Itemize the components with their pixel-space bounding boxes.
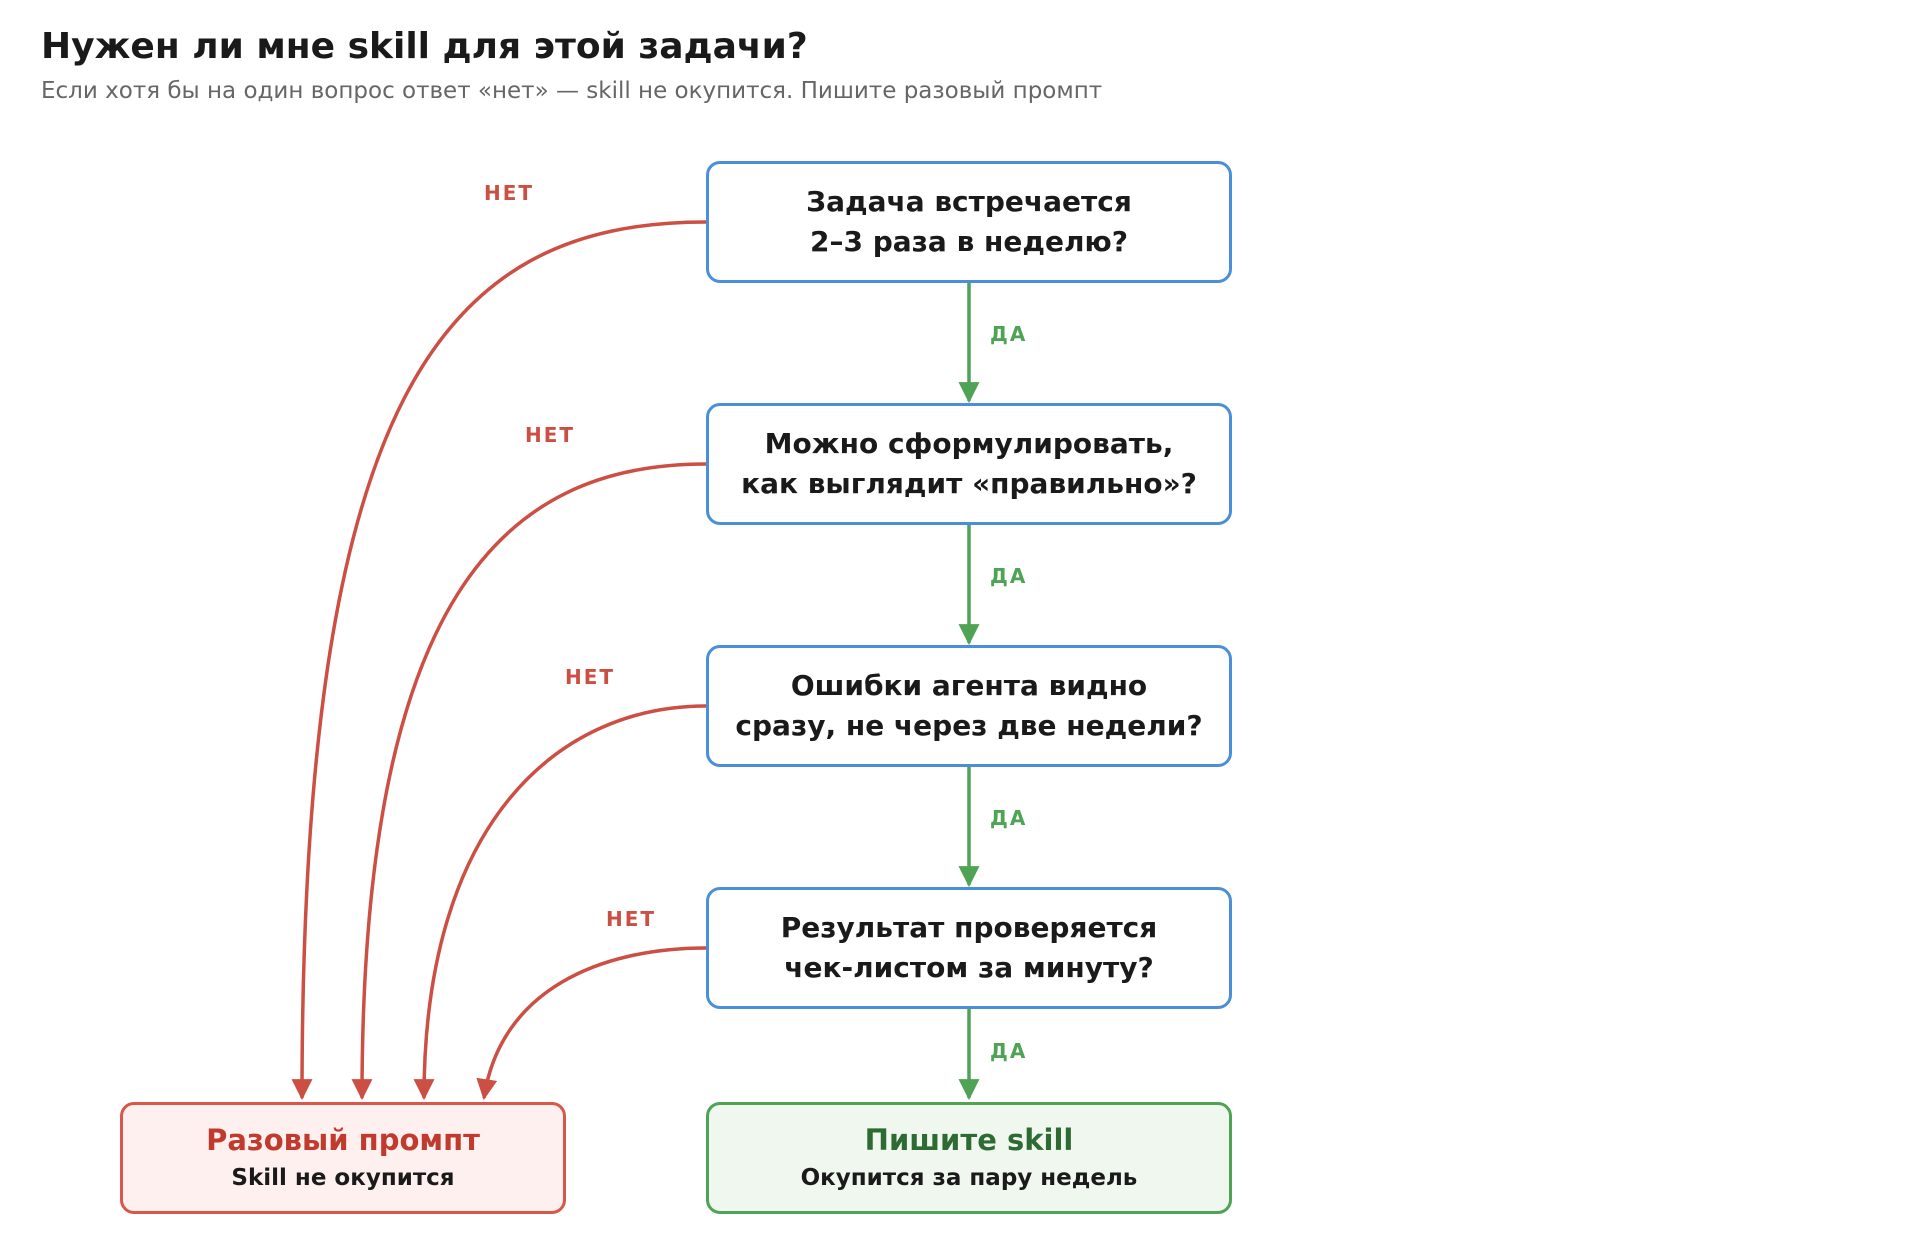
question-2-line-1: Можно сформулировать, [764, 427, 1174, 460]
no-label-2: НЕТ [525, 423, 576, 447]
no-arrows [291, 220, 707, 1101]
no-label-1: НЕТ [484, 181, 535, 205]
no-label-4: НЕТ [606, 907, 657, 931]
result-box-prompt: Разовый промпт Skill не окупится [120, 1102, 566, 1214]
no-arrow-1 [291, 220, 707, 1101]
result-prompt-subtitle: Skill не окупится [231, 1165, 455, 1191]
question-box-1: Задача встречается 2–3 раза в неделю? [706, 161, 1232, 283]
result-skill-subtitle: Окупится за пару недель [800, 1165, 1138, 1191]
question-4-line-2: чек-листом за минуту? [784, 951, 1154, 984]
question-1-line-1: Задача встречается [806, 185, 1132, 218]
question-box-3: Ошибки агента видно сразу, не через две … [706, 645, 1232, 767]
question-3-line-1: Ошибки агента видно [790, 669, 1148, 702]
question-2-line-2: как выглядит «правильно»? [741, 467, 1197, 500]
question-4-line-1: Результат проверяется [780, 911, 1158, 944]
yes-label-1: ДА [990, 322, 1028, 346]
result-box-skill: Пишите skill Окупится за пару недель [706, 1102, 1232, 1214]
yes-label-2: ДА [990, 564, 1028, 588]
no-arrow-4 [476, 946, 707, 1101]
question-1-line-2: 2–3 раза в неделю? [810, 225, 1128, 258]
no-arrow-2 [351, 462, 707, 1101]
result-prompt-title: Разовый промпт [206, 1123, 480, 1157]
yes-label-3: ДА [990, 806, 1028, 830]
question-3-line-2: сразу, не через две недели? [735, 709, 1203, 742]
page-title: Нужен ли мне skill для этой задачи? [41, 26, 808, 67]
yes-label-4: ДА [990, 1039, 1028, 1063]
no-arrow-3 [413, 704, 707, 1101]
result-skill-title: Пишите skill [864, 1123, 1074, 1157]
question-box-4: Результат проверяется чек-листом за мину… [706, 887, 1232, 1009]
question-box-2: Можно сформулировать, как выглядит «прав… [706, 403, 1232, 525]
no-label-3: НЕТ [565, 665, 616, 689]
page-subtitle: Если хотя бы на один вопрос ответ «нет» … [41, 78, 1103, 104]
